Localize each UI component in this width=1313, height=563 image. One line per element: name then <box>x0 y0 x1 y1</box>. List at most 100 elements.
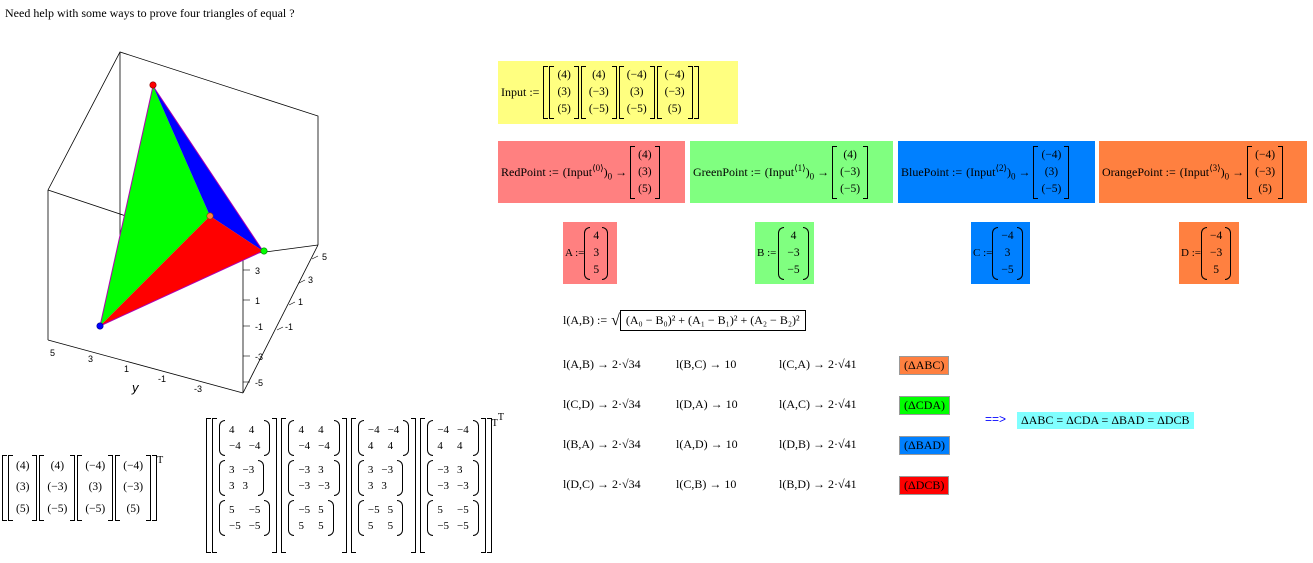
distance-result: l(C,B) → 10 <box>676 477 737 491</box>
vector-b-definition[interactable]: B := 4−3−5 <box>755 222 814 284</box>
triangle-tag[interactable]: (ΔABC) <box>899 356 950 375</box>
tick-right-3: -1 <box>285 322 293 332</box>
orange-point-result: (−4) (−3) (5) <box>1247 146 1283 199</box>
input-definition[interactable]: Input := (4)(3)(5)(4)(−3)(−5)(−4)(3)(−5)… <box>498 61 738 124</box>
matrix-entry: −4 <box>318 440 330 452</box>
blue-point-result: (−4)(3)(−5) <box>1033 146 1069 199</box>
red-point <box>149 81 157 89</box>
vector-entry: (4) <box>557 69 571 81</box>
tick-mid-1: 1 <box>255 296 260 306</box>
input-column-0: (4) (3) (5) <box>549 66 578 119</box>
green-point-expr: (Input⟨1⟩)0 → <box>764 162 830 182</box>
matrix-entry: −5 <box>248 520 261 532</box>
vector-entry: (−4) <box>1255 148 1276 161</box>
matrix-entry: −4 <box>387 424 400 436</box>
input-label: Input := <box>501 85 540 99</box>
matrix-entry: −4 <box>229 440 241 452</box>
matrix-entry: 5 <box>318 520 324 532</box>
triangle-tag[interactable]: (ΔDCB) <box>899 476 950 495</box>
matrix-entry: −3 <box>242 464 255 476</box>
vector-entry: −3 <box>787 246 800 259</box>
vector-entry: −4 <box>1001 229 1014 242</box>
matrix-entry: 4 <box>298 424 304 436</box>
matrix-entry: 3 <box>318 464 324 476</box>
orange-point-definition[interactable]: OrangePoint := (Input⟨3⟩)0 → (−4)(−3)(5) <box>1099 141 1307 203</box>
distance-function-definition[interactable]: l(A,B) := √ (A₀ − B₀)² + (A₁ − B₁)² + (A… <box>563 310 806 331</box>
3d-surface-plot[interactable]: 5 3 1 -1 3 1 -1 -3 -5 5 3 1 -1 -3 y <box>0 40 340 400</box>
vector-c-definition[interactable]: C := −4 3 −5 <box>971 222 1030 284</box>
vector-entry: 5 <box>593 263 600 276</box>
vector-entry: (5) <box>126 502 140 515</box>
tick-right-0: 5 <box>322 252 327 262</box>
orange-point <box>206 212 214 220</box>
blue-point-label: BluePoint := <box>901 164 963 179</box>
vector-b-values: 4−3−5 <box>778 227 808 280</box>
bottom-vector-2: (−4)(3)(−5) <box>77 455 113 521</box>
matrix-entry: 3 <box>367 480 374 492</box>
distance-result: l(C,D) → 2·√34 <box>563 397 641 411</box>
green-point-label: GreenPoint := <box>693 164 761 179</box>
distance-result: l(D,C) → 2·√34 <box>563 477 641 491</box>
distance-rhs: (A₀ − B₀)² + (A₁ − B₁)² + (A₂ − B₂)² <box>619 310 806 331</box>
distance-result: l(A,D) → 10 <box>676 437 738 451</box>
vector-entry: (−5) <box>85 502 106 515</box>
matrix-entry: −5 <box>457 504 469 516</box>
tick-right-1: 3 <box>308 275 313 285</box>
red-point-result: (4)(3)(5) <box>630 146 659 199</box>
input-column-2: (−4)(3)(−5) <box>619 66 655 119</box>
input-matrix: (4)(3)(5)(4)(−3)(−5)(−4)(3)(−5)(−4)(−3)(… <box>543 66 698 119</box>
vector-entry: (−4) <box>626 69 647 81</box>
triangle-tag[interactable]: (ΔCDA) <box>899 396 951 415</box>
bottom-vector-1: (4)(−3)(−5) <box>39 455 75 521</box>
matrix-entry: 3 <box>381 480 387 492</box>
matrix-entry: 3 <box>242 480 249 492</box>
vector-entry: (5) <box>1258 182 1272 195</box>
outer-transpose-mark: T <box>497 412 504 423</box>
vector-entry: (5) <box>638 182 652 195</box>
vector-entry: (4) <box>592 69 606 81</box>
matrix-entry: −3 <box>437 464 450 476</box>
vector-entry: (3) <box>557 86 571 98</box>
vector-entry: (4) <box>16 460 30 473</box>
blue-point-definition[interactable]: BluePoint := (Input⟨2⟩)0 → (−4)(3)(−5) <box>898 141 1095 203</box>
page-title: Need help with some ways to prove four t… <box>5 6 295 20</box>
plot-bounding-box <box>47 51 319 394</box>
vector-entry: (5) <box>557 103 571 115</box>
conclusion-statement[interactable]: ΔABC = ΔCDA = ΔBAD = ΔDCB <box>1017 412 1194 429</box>
matrix-entry: −4 <box>437 424 450 436</box>
tick-bottom-3: -1 <box>158 374 166 384</box>
matrix-entry: 5 <box>437 504 443 516</box>
vector-entry: 5 <box>1213 263 1219 276</box>
blue-point <box>96 322 104 330</box>
transpose-mark: T <box>157 455 164 466</box>
vector-entry: (−4) <box>123 460 144 473</box>
blue-point-expr: (Input⟨2⟩)0 → <box>966 162 1031 182</box>
vector-d-label: D := <box>1181 247 1201 259</box>
tick-bottom-1: 3 <box>88 354 93 364</box>
triangle-tag[interactable]: (ΔBAD) <box>899 436 951 455</box>
red-point-label: RedPoint := <box>501 164 559 179</box>
orange-point-label: OrangePoint := <box>1102 164 1176 179</box>
vector-entry: (−3) <box>1255 165 1276 178</box>
matrix-entry: 3 <box>229 480 235 492</box>
y-axis-label: y <box>131 380 140 395</box>
vector-entry: −5 <box>1001 263 1014 276</box>
vector-entry: (4) <box>50 460 65 473</box>
matrix-entry: −3 <box>298 480 311 492</box>
red-point-expr: (Input⟨0⟩)0 → <box>562 162 628 182</box>
tick-mid-4: -5 <box>255 378 263 388</box>
green-point-definition[interactable]: GreenPoint := (Input⟨1⟩)0 → (4)(−3)(−5) <box>690 141 893 203</box>
vector-entry: 3 <box>1004 246 1011 259</box>
matrix-entry: −5 <box>298 504 311 516</box>
vector-entry: (−5) <box>1041 182 1062 195</box>
red-point-definition[interactable]: RedPoint := (Input⟨0⟩)0 → (4)(3)(5) <box>498 141 685 203</box>
vector-c-label: C := <box>973 247 993 259</box>
bottom-vectors-transpose[interactable]: (4)(3)(5)(4)(−3)(−5)(−4)(3)(−5)(−4)(−3)(… <box>2 455 163 521</box>
vector-entry: (−5) <box>626 103 647 115</box>
matrix-entry: 5 <box>387 504 394 516</box>
